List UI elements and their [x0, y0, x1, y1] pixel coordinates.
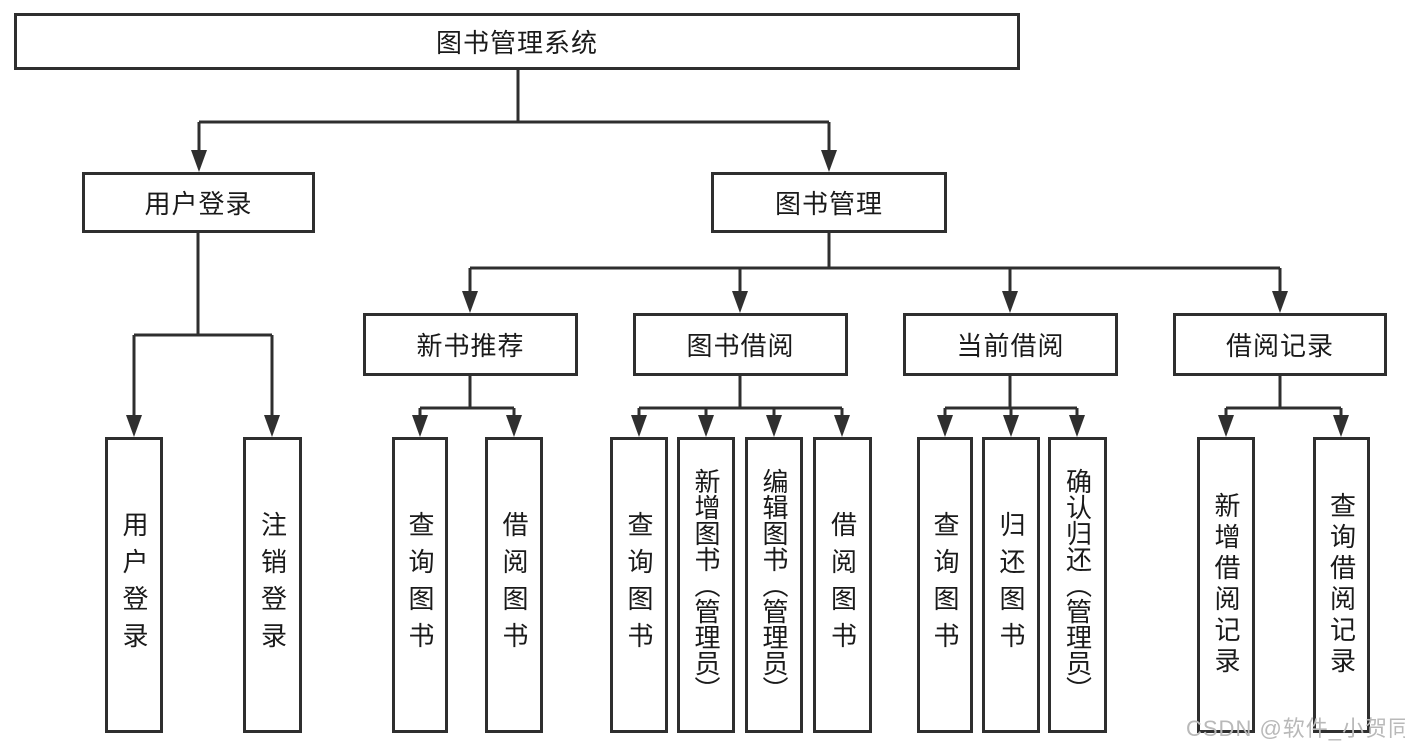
node-current-borrow: 当前借阅	[903, 313, 1118, 376]
leaf-query-book: 查询图书	[610, 437, 668, 733]
leaf-logout: 注销登录	[243, 437, 302, 733]
leaf-label: 编辑图书（管理员）	[759, 468, 789, 702]
leaf-query-book: 查询图书	[392, 437, 448, 733]
node-label: 用户登录	[144, 189, 253, 219]
leaf-edit-book-admin: 编辑图书（管理员）	[745, 437, 803, 733]
leaf-confirm-return-admin: 确认归还（管理员）	[1048, 437, 1107, 733]
leaf-label: 借阅图书	[827, 511, 858, 659]
leaf-label: 用户登录	[119, 511, 149, 659]
leaf-label: 注销登录	[257, 511, 288, 659]
leaf-query-book: 查询图书	[917, 437, 973, 733]
csdn-watermark: CSDN @软件_小贺同学	[1186, 716, 1405, 741]
leaf-label: 确认归还（管理员）	[1062, 468, 1093, 702]
leaf-label: 借阅图书	[499, 511, 529, 659]
leaf-label: 新增借阅记录	[1211, 492, 1241, 678]
node-label: 图书借阅	[686, 331, 795, 361]
node-user-login: 用户登录	[82, 172, 315, 233]
leaf-label: 查询图书	[405, 511, 435, 659]
leaf-label: 查询图书	[930, 511, 960, 659]
node-book-management: 图书管理	[711, 172, 947, 233]
leaf-borrow-book: 借阅图书	[813, 437, 872, 733]
leaf-label: 查询借阅记录	[1326, 492, 1357, 678]
leaf-label: 新增图书（管理员）	[691, 468, 721, 702]
arrowheads	[126, 150, 1349, 437]
node-borrow-record: 借阅记录	[1173, 313, 1387, 376]
node-label: 图书管理	[774, 189, 883, 219]
node-root-library-system: 图书管理系统	[14, 13, 1020, 70]
leaf-query-borrow-record: 查询借阅记录	[1313, 437, 1370, 733]
node-label: 图书管理系统	[435, 28, 598, 58]
leaf-add-borrow-record: 新增借阅记录	[1197, 437, 1255, 733]
node-label: 借阅记录	[1225, 331, 1334, 361]
leaf-label: 查询图书	[624, 511, 654, 659]
leaf-add-book-admin: 新增图书（管理员）	[677, 437, 735, 733]
node-label: 新书推荐	[416, 331, 525, 361]
node-label: 当前借阅	[956, 331, 1065, 361]
node-book-borrow: 图书借阅	[633, 313, 848, 376]
leaf-user-login: 用户登录	[105, 437, 163, 733]
leaf-return-book: 归还图书	[982, 437, 1040, 733]
node-new-book-recommend: 新书推荐	[363, 313, 578, 376]
leaf-borrow-book: 借阅图书	[485, 437, 543, 733]
leaf-label: 归还图书	[996, 511, 1026, 659]
